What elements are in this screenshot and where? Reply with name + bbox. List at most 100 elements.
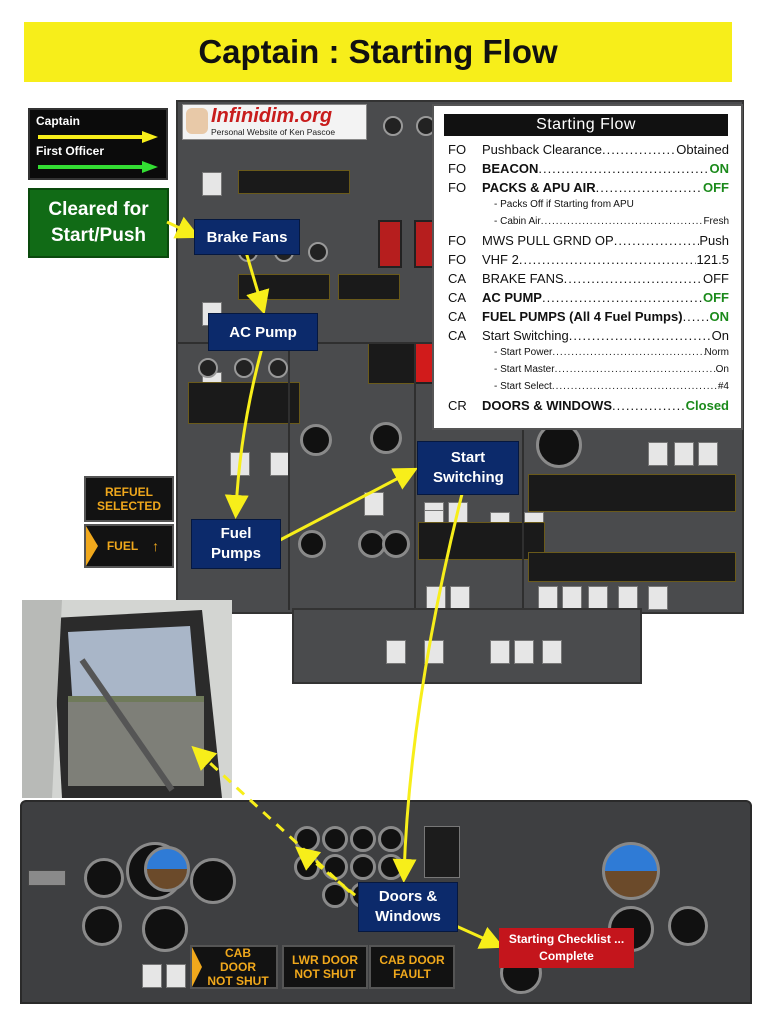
rotary-knob[interactable] — [308, 242, 328, 262]
dot-leader: ........................................… — [538, 161, 709, 176]
guarded-red-switch[interactable] — [378, 220, 402, 268]
logo-brand: Infinidim.org — [211, 105, 333, 127]
attitude-indicator — [144, 846, 190, 892]
page-title: Captain : Starting Flow — [198, 33, 558, 70]
start-switching-label: Start Switching — [433, 449, 504, 486]
flow-row-item: - Cabin Air — [494, 216, 541, 227]
flow-row-role: CA — [448, 290, 467, 305]
panel-gauge — [382, 530, 410, 558]
dot-leader: ........................................… — [551, 381, 718, 392]
dot-leader: ........................................… — [554, 364, 716, 375]
engine-gauge — [350, 854, 376, 880]
dot-leader: ........................................… — [595, 180, 703, 195]
dot-leader: ........................................… — [518, 252, 697, 267]
rotary-knob[interactable] — [268, 358, 288, 378]
flow-row-item: AC PUMP — [482, 290, 542, 305]
site-logo: Infinidim.org Personal Website of Ken Pa… — [182, 104, 367, 140]
flow-row-value: ON — [709, 161, 730, 176]
flow-row-value: Fresh — [703, 216, 729, 227]
panel-gauge — [370, 422, 402, 454]
flow-row-role: FO — [448, 180, 467, 195]
overhead-switch[interactable] — [648, 586, 668, 610]
first-officer-arrow-icon — [38, 161, 158, 173]
dot-leader: ........................................… — [612, 398, 686, 413]
overhead-switch[interactable] — [648, 442, 668, 466]
cab-door-fault-annunciator: CAB DOOR FAULT — [369, 945, 455, 989]
flow-row-value: Obtained — [676, 142, 729, 157]
engine-gauge — [350, 826, 376, 852]
gear-indicator-panel — [424, 826, 460, 878]
ac-pump-label: AC Pump — [229, 323, 297, 341]
dot-leader: ........................................… — [682, 309, 710, 324]
logo-subtitle: Personal Website of Ken Pascoe — [211, 127, 336, 137]
overhead-switch[interactable] — [542, 640, 562, 664]
refuel-selected-label: REFUEL SELECTED — [96, 485, 161, 513]
panel-gauge — [668, 906, 708, 946]
flow-row-value: On — [711, 328, 729, 343]
flow-row-role: FO — [448, 233, 467, 248]
cleared-for-start-box: Cleared for Start/Push — [28, 188, 169, 258]
flow-row-item: BEACON — [482, 161, 539, 176]
flow-row-item: MWS PULL GRND OP — [482, 233, 614, 248]
doors-windows-box: Doors & Windows — [358, 882, 458, 932]
rotary-knob[interactable] — [198, 358, 218, 378]
cleared-for-start-label: Cleared for Start/Push — [48, 199, 149, 246]
main-instrument-panel — [20, 800, 752, 1004]
flow-row-role: FO — [448, 161, 467, 176]
overhead-switch[interactable] — [514, 640, 534, 664]
flow-row-value: ON — [709, 309, 730, 324]
overhead-switch[interactable] — [674, 442, 694, 466]
starting-checklist-box: Starting Checklist ... Complete — [499, 928, 634, 968]
start-switching-box: Start Switching — [417, 441, 519, 495]
overhead-switch[interactable] — [386, 640, 406, 664]
rotary-knob[interactable] — [234, 358, 254, 378]
flow-row-item: - Start Master — [494, 364, 555, 375]
dot-leader: ........................................… — [601, 142, 676, 157]
cab-door-fault-label: CAB DOOR FAULT — [379, 953, 445, 981]
flow-row-role: CA — [448, 328, 467, 343]
overhead-switch[interactable] — [202, 172, 222, 196]
panel-switch[interactable] — [142, 964, 162, 988]
panel-gauge — [300, 424, 332, 456]
flow-row-item: VHF 2 — [482, 252, 519, 267]
flow-row-item: - Start Select — [494, 381, 552, 392]
amber-marker-icon — [86, 526, 98, 566]
panel-gauge — [190, 858, 236, 904]
annunciator-panel — [528, 552, 736, 582]
window-photo-illustration — [22, 600, 232, 798]
annunciator-panel — [528, 474, 736, 512]
fuel-pumps-box: Fuel Pumps — [191, 519, 281, 569]
arrow-fuel-pumps-to-start-switching — [279, 467, 418, 542]
rotary-knob[interactable] — [383, 116, 403, 136]
starting-flow-heading: Starting Flow — [444, 114, 728, 136]
starting-checklist-label: Starting Checklist ... Complete — [508, 932, 625, 963]
cab-door-not-shut-annunciator: CAB DOOR NOT SHUT — [190, 945, 278, 989]
flow-row-item: - Packs Off if Starting from APU — [494, 199, 634, 210]
brake-fans-box: Brake Fans — [194, 219, 300, 255]
arrow-up-icon: ↑ — [152, 538, 160, 554]
panel-gauge — [82, 906, 122, 946]
flow-row-value: On — [715, 364, 729, 375]
legend-captain-label: Captain — [36, 114, 81, 128]
lower-overhead-panel — [292, 608, 642, 684]
flow-row-value: Norm — [704, 347, 729, 358]
brake-fans-label: Brake Fans — [206, 228, 288, 246]
flow-row-value: 121.5 — [696, 252, 729, 267]
captain-arrow-icon — [38, 131, 158, 143]
hsi-gauge — [142, 906, 188, 952]
amber-marker-icon — [192, 947, 202, 987]
arrow-doors-to-window-dashed — [191, 745, 352, 894]
flow-row-role: FO — [448, 142, 467, 157]
engine-gauge — [378, 826, 404, 852]
panel-divider — [288, 342, 290, 610]
panel-gauge — [298, 530, 326, 558]
flow-row-role: CA — [448, 271, 467, 286]
flow-row-value: Closed — [685, 398, 729, 413]
dot-leader: ........................................… — [563, 271, 703, 286]
overhead-switch[interactable] — [698, 442, 718, 466]
annunciator-panel — [338, 274, 400, 300]
panel-switch[interactable] — [166, 964, 186, 988]
panel-divider — [522, 430, 524, 610]
overhead-switch[interactable] — [490, 640, 510, 664]
